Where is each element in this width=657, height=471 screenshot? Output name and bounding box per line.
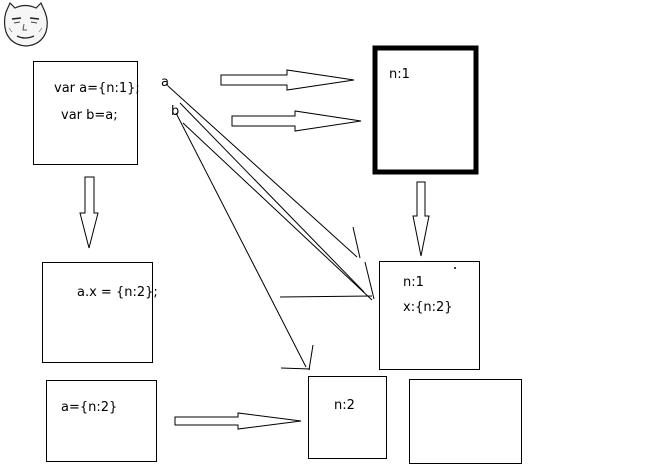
arrow-a2-to-n2 — [174, 412, 302, 430]
variable-b-label: b — [171, 104, 180, 119]
arrow-a-to-n1 — [220, 69, 355, 91]
arrow-b-to-n1 — [231, 110, 362, 132]
variable-a-label: a — [161, 75, 169, 90]
code-a-x-text: a.x = {n:2}; — [77, 285, 158, 300]
object-n2-text: n:2 — [334, 398, 355, 413]
box-code-var-a-b — [33, 61, 138, 165]
box-code-a-x — [42, 262, 153, 363]
line-a-to-n1x — [167, 85, 358, 258]
box-empty — [409, 379, 522, 464]
line-b-to-n2 — [175, 112, 307, 368]
line-horizontal-to-n1x — [279, 295, 373, 298]
line-b-to-n1x — [182, 122, 373, 301]
object-n1-text: n:1 — [389, 67, 410, 82]
code-var-b: var b=a; — [61, 108, 118, 123]
arrow-down-left — [79, 176, 99, 249]
meme-face-icon — [3, 1, 48, 47]
code-var-a: var a={n:1}; — [54, 81, 140, 96]
arrow-down-right — [412, 181, 430, 257]
line-a-to-n1x-2 — [179, 102, 365, 293]
box-object-n2 — [308, 376, 387, 459]
code-a-reassign-text: a={n:2} — [61, 400, 118, 415]
box-code-a-reassign — [46, 380, 157, 462]
stray-dot — [454, 267, 456, 269]
line-underline-to-n2 — [280, 367, 311, 370]
reference-lines — [167, 85, 375, 371]
box-object-n1-x — [379, 261, 480, 370]
box-object-n1 — [372, 45, 479, 175]
object-n1x-line1: n:1 — [403, 275, 424, 290]
arrowhead-stroke-lower — [308, 344, 314, 371]
object-n1x-line2: x:{n:2} — [403, 300, 453, 315]
arrowhead-stroke-right — [364, 261, 375, 300]
arrowhead-stroke-upper — [352, 226, 361, 259]
